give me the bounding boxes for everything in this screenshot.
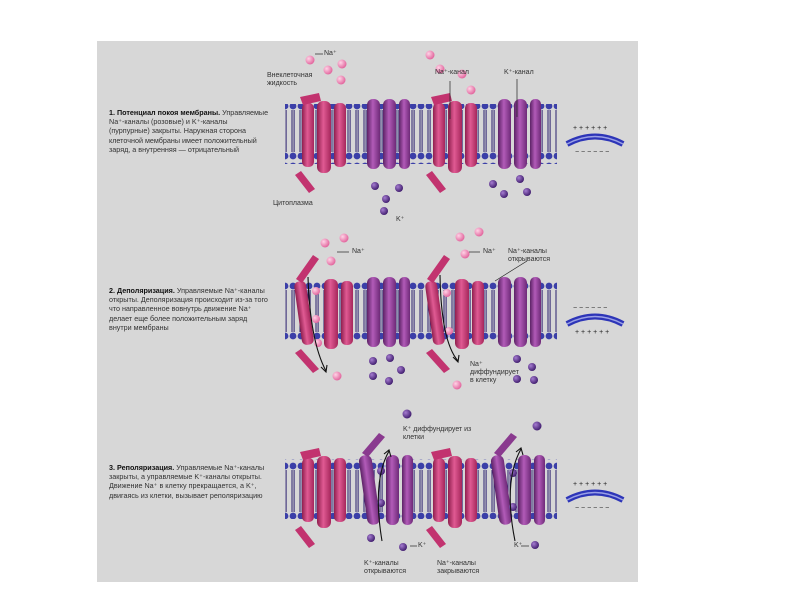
k-channel <box>498 99 541 169</box>
k-ion-label: K⁺ <box>418 542 427 549</box>
stage-1-diagram <box>285 50 625 215</box>
na-channels-open-label: Na⁺-каналы открываются <box>508 248 550 263</box>
na-channel-open <box>425 255 484 373</box>
na-influx-arrow <box>307 274 460 374</box>
na-channel <box>295 93 346 193</box>
k-channel-label: K⁺-канал <box>504 69 534 76</box>
na-channel-open <box>294 255 353 373</box>
na-channel <box>426 448 477 548</box>
na-ion-label: Na⁺ <box>352 248 365 255</box>
k-ions <box>371 175 531 215</box>
polarity-inner-3: − − − − − − <box>575 505 609 512</box>
k-channel-open <box>490 433 545 525</box>
polarity-outer-3: + + + + + + <box>573 481 607 488</box>
polarity-outer-2: − − − − − − <box>573 305 607 312</box>
na-ion-label: Na⁺ <box>324 50 337 57</box>
k-ions <box>369 354 538 385</box>
k-channel <box>367 99 410 169</box>
polarity-outer-1: + + + + + + <box>573 125 607 132</box>
k-channel <box>498 277 541 347</box>
polarity-inner-2: + + + + + + <box>575 329 609 336</box>
stage-3-caption: 3. Реполяризация. Управляемые Na⁺-каналы… <box>109 463 269 500</box>
na-diffuse-label: Na⁺ диффундирует в клетку <box>470 361 519 384</box>
stage-2-title: 2. Деполяризация. <box>109 286 175 295</box>
polarity-arc <box>565 313 625 327</box>
stage-2-diagram <box>285 227 625 390</box>
k-channel-open <box>358 433 413 525</box>
stage-1-caption: 1. Потенциал покоя мембраны. Управляемые… <box>109 108 269 154</box>
na-channels-close-label: Na⁺-каналы закрываются <box>437 560 480 575</box>
na-ions <box>305 50 476 95</box>
stage-3-title: 3. Реполяризация. <box>109 463 175 472</box>
extracellular-label: Внеклеточная жидкость <box>267 72 313 87</box>
na-channel-label: Na⁺-канал <box>435 69 469 76</box>
stage-1-title: 1. Потенциал покоя мембраны. <box>109 108 221 117</box>
polarity-arc <box>565 133 625 147</box>
polarity-arc <box>565 489 625 503</box>
stage-3-text: Управляемые Na⁺-каналы закрыты, а управл… <box>109 463 265 500</box>
membrane-scene: + + + + + + − − − − − − − − − − − − + + … <box>285 50 625 551</box>
k-diffuse-label: K⁺ диффундирует из клетки <box>403 426 472 441</box>
figure-panel: 1. Потенциал покоя мембраны. Управляемые… <box>97 41 638 582</box>
na-channel <box>295 448 346 548</box>
cytoplasm-label: Цитоплазма <box>273 200 313 207</box>
na-ions <box>320 227 484 390</box>
na-channel <box>426 93 477 193</box>
k-channel <box>367 277 410 347</box>
k-ion-label: K⁺ <box>396 216 405 223</box>
stage-2-text: Управляемые Na⁺-каналы открыты. Деполяри… <box>109 286 268 332</box>
stage-2-caption: 2. Деполяризация. Управляемые Na⁺-каналы… <box>109 286 269 332</box>
na-ion-label: Na⁺ <box>483 248 496 255</box>
stage-3-diagram <box>285 409 625 551</box>
stage-1-text: Управляемые Na⁺-каналы (розовые) и K⁺-ка… <box>109 108 269 154</box>
polarity-inner-1: − − − − − − <box>575 149 609 156</box>
k-ions <box>367 409 542 551</box>
k-efflux-arrow <box>377 447 524 542</box>
k-ion-label: K⁺ <box>514 542 523 549</box>
k-channels-open-label: K⁺-каналы открываются <box>364 560 406 575</box>
